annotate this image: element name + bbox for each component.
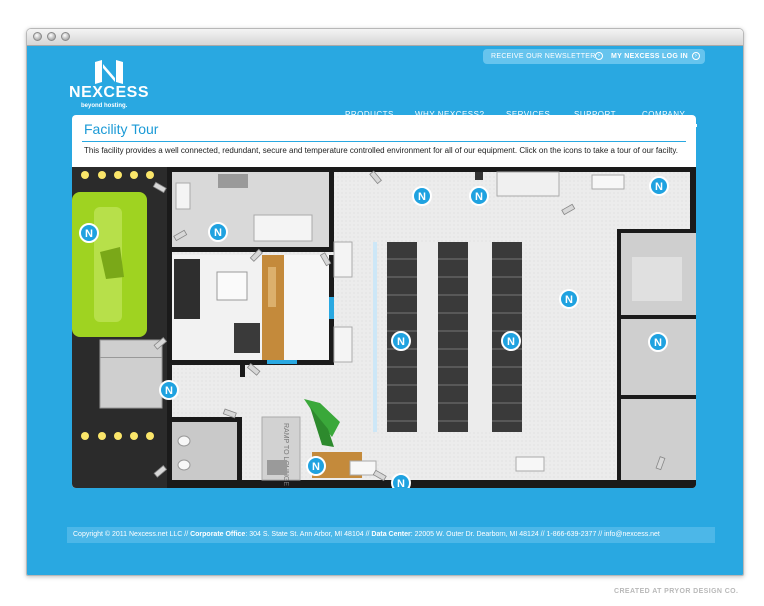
nav-products[interactable]: PRODUCTS <box>345 110 394 119</box>
plant <box>304 399 340 437</box>
tour-marker-n-icon[interactable]: N <box>208 222 228 242</box>
svg-text:N: N <box>397 336 405 348</box>
footer-separator: // <box>538 531 547 538</box>
svg-text:N: N <box>507 336 515 348</box>
page-description: This facility provides a well connected,… <box>84 146 678 155</box>
footer-email-link[interactable]: info@nexcess.net <box>604 531 660 538</box>
svg-text:N: N <box>85 228 93 240</box>
logo-tagline: beyond hosting. <box>81 103 128 109</box>
footer-dc-label: Data Center <box>371 531 411 538</box>
tour-marker-n-icon[interactable]: N <box>306 456 326 476</box>
newsletter-link[interactable]: RECEIVE OUR NEWSLETTER <box>491 53 596 60</box>
svg-text:N: N <box>165 385 173 397</box>
tour-marker-n-icon[interactable]: N <box>469 186 489 206</box>
wood-counter <box>262 255 284 360</box>
svg-text:N: N <box>397 478 405 488</box>
window-titlebar <box>27 29 743 46</box>
nav-company[interactable]: COMPANY <box>642 110 685 119</box>
svg-text:N: N <box>655 181 663 193</box>
tour-marker-n-icon[interactable]: N <box>559 289 579 309</box>
minimize-window-button[interactable] <box>47 32 56 41</box>
footer-dc-address: : 22005 W. Outer Dr. Dearborn, MI 48124 <box>410 531 539 538</box>
ramp-label: RAMP TO LOUNGE <box>282 423 289 486</box>
footer-separator: // <box>596 531 605 538</box>
tour-marker-n-icon[interactable]: N <box>648 332 668 352</box>
footer-separator: // <box>182 531 191 538</box>
tour-marker-n-icon[interactable]: N <box>412 186 432 206</box>
tour-marker-n-icon[interactable]: N <box>501 331 521 351</box>
design-credit: CREATED AT PRYOR DESIGN CO. <box>614 588 739 595</box>
svg-text:N: N <box>475 191 483 203</box>
zoom-window-button[interactable] <box>61 32 70 41</box>
browser-window: RECEIVE OUR NEWSLETTER › MY NEXCESS LOG … <box>26 28 744 576</box>
arrow-right-icon[interactable]: › <box>692 52 700 60</box>
nav-services[interactable]: SERVICES <box>506 110 550 119</box>
close-window-button[interactable] <box>33 32 42 41</box>
tour-marker-n-icon[interactable]: N <box>649 176 669 196</box>
tour-marker-n-icon[interactable]: N <box>391 473 411 488</box>
nav-support[interactable]: SUPPORT <box>574 110 616 119</box>
footer-corp-address: : 304 S. State St. Ann Arbor, MI 48104 <box>245 531 364 538</box>
logo-wordmark: NEXCESS <box>69 84 149 101</box>
nexcess-logo-icon <box>95 60 123 84</box>
svg-text:N: N <box>654 337 662 349</box>
footer-corp-label: Corporate Office <box>190 531 246 538</box>
facility-tour-panel: Facility Tour This facility provides a w… <box>72 115 696 488</box>
footer-phone: 1-866-639-2377 <box>546 531 597 538</box>
footer-separator: // <box>363 531 372 538</box>
title-divider <box>82 141 686 142</box>
logo[interactable]: NEXCESS beyond hosting. <box>69 60 149 110</box>
svg-text:N: N <box>312 461 320 473</box>
security-cameras <box>152 170 666 482</box>
svg-text:N: N <box>565 294 573 306</box>
footer-copyright: Copyright © 2011 Nexcess.net LLC <box>73 531 183 538</box>
floor-plan-graphic: RAMP TO LOUNGE <box>72 167 696 488</box>
tour-marker-n-icon[interactable]: N <box>391 331 411 351</box>
svg-text:N: N <box>214 227 222 239</box>
login-link[interactable]: MY NEXCESS LOG IN <box>611 53 688 60</box>
utility-bar: RECEIVE OUR NEWSLETTER › MY NEXCESS LOG … <box>483 49 705 64</box>
tour-marker-n-icon[interactable]: N <box>79 223 99 243</box>
website: RECEIVE OUR NEWSLETTER › MY NEXCESS LOG … <box>27 46 743 575</box>
arrow-right-icon[interactable]: › <box>595 52 603 60</box>
facility-floor-plan: RAMP TO LOUNGE <box>72 167 696 488</box>
nav-why-nexcess[interactable]: WHY NEXCESS? <box>415 110 484 119</box>
tour-marker-n-icon[interactable]: N <box>159 380 179 400</box>
tour-markers[interactable]: N N N N N N N N N N N N <box>79 176 669 488</box>
page-title: Facility Tour <box>84 121 159 137</box>
svg-text:N: N <box>418 191 426 203</box>
site-footer: Copyright © 2011 Nexcess.net LLC // Corp… <box>67 527 715 543</box>
restroom <box>172 422 242 480</box>
